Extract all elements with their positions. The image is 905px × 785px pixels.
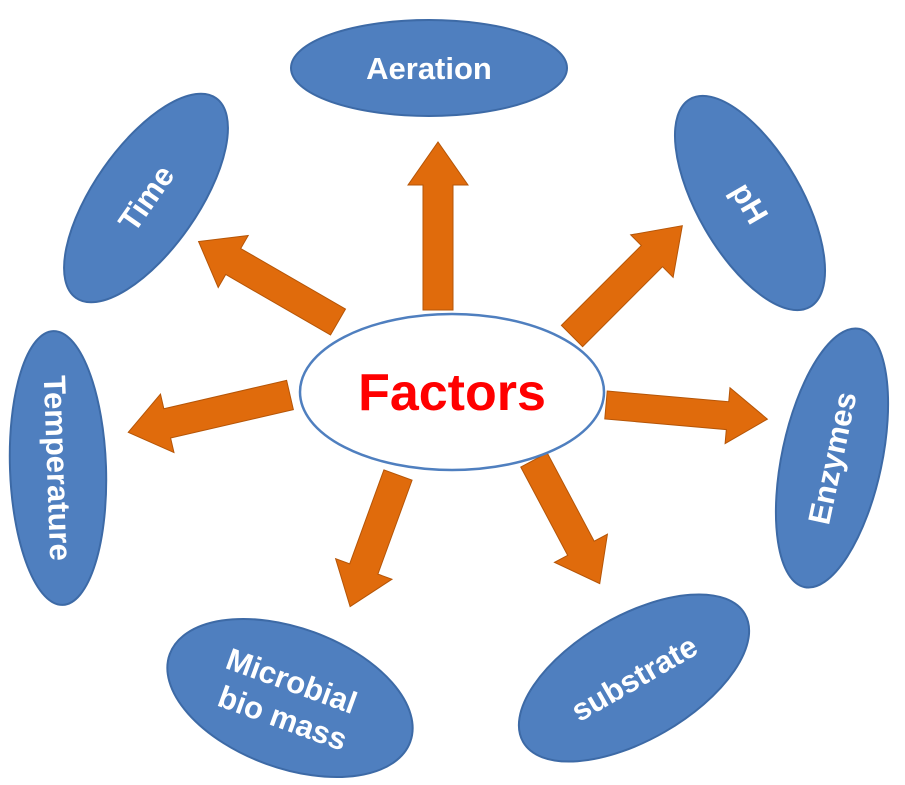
node-temperature-label: Temperature bbox=[37, 375, 78, 562]
node-time: Time bbox=[63, 92, 229, 304]
arrow-to-enzymes bbox=[604, 386, 769, 445]
node-aeration-shape bbox=[290, 19, 568, 117]
node-substrate: substrate bbox=[517, 593, 751, 763]
node-enzymes: Enzymes bbox=[774, 327, 890, 589]
center-node-label: Factors bbox=[358, 364, 546, 422]
center-node-shape bbox=[298, 312, 606, 472]
arrow-to-temperature bbox=[127, 379, 294, 454]
node-substrate-shape bbox=[517, 593, 751, 763]
center-node: Factors bbox=[298, 312, 606, 472]
arrow-to-aeration bbox=[407, 141, 469, 311]
node-microbial-bio-mass-shape bbox=[166, 617, 414, 779]
arrow-to-substrate bbox=[520, 452, 609, 585]
node-ph-shape bbox=[673, 94, 827, 312]
arrow-to-ph bbox=[560, 225, 683, 348]
node-aeration: Aeration bbox=[290, 19, 568, 117]
node-aeration-label: Aeration bbox=[366, 51, 492, 86]
arrow-to-time bbox=[197, 234, 347, 336]
arrows bbox=[127, 141, 769, 608]
node-microbial-bio-mass: Microbial bio mass bbox=[166, 617, 414, 779]
node-ph: pH bbox=[673, 94, 827, 312]
node-temperature-shape bbox=[8, 330, 108, 606]
node-temperature: Temperature bbox=[8, 330, 108, 606]
node-time-shape bbox=[63, 92, 229, 304]
node-enzymes-shape bbox=[774, 327, 890, 589]
arrow-to-microbial-bio-mass bbox=[334, 469, 413, 608]
